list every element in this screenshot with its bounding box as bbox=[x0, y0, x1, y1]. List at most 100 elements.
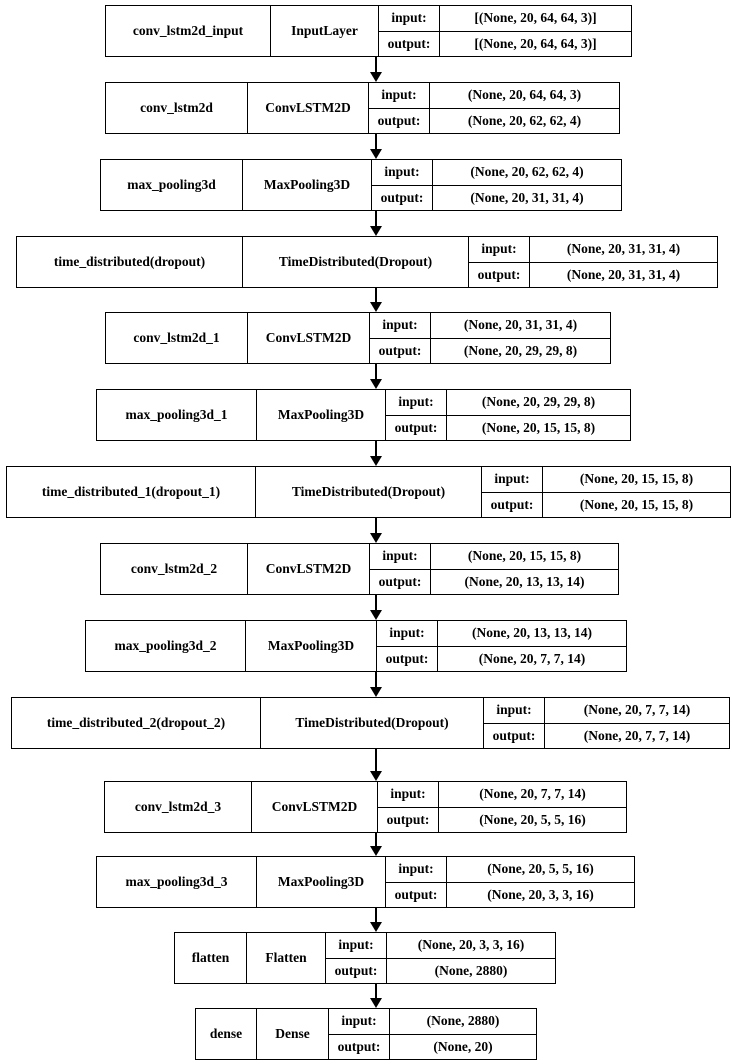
layer-name: max_pooling3d_3 bbox=[125, 873, 228, 889]
layer-class: Dense bbox=[256, 1009, 328, 1059]
output-shape: (None, 2880) bbox=[387, 958, 555, 983]
input-label: input: bbox=[398, 861, 434, 877]
input-shape: (None, 20, 15, 15, 8) bbox=[579, 471, 694, 487]
input-shape: (None, 20, 5, 5, 16) bbox=[487, 861, 594, 877]
arrow-shaft bbox=[375, 57, 377, 73]
io-label-column: input:output: bbox=[325, 933, 386, 983]
io-shape-column: (None, 20, 15, 15, 8)(None, 20, 13, 13, … bbox=[430, 544, 618, 594]
arrow-shaft bbox=[375, 441, 377, 457]
arrow-shaft bbox=[375, 595, 377, 611]
input-label: input: bbox=[496, 702, 532, 718]
layer-class: MaxPooling3D bbox=[242, 160, 371, 210]
connector-arrow bbox=[370, 595, 382, 620]
input-shape: [(None, 20, 64, 64, 3)] bbox=[474, 10, 597, 26]
layer-name: max_pooling3d_1 bbox=[125, 406, 228, 422]
output-shape: (None, 20, 15, 15, 8) bbox=[447, 415, 630, 440]
layer-node: time_distributed_1(dropout_1) TimeDistrib… bbox=[6, 466, 731, 518]
io-label-column: input:output: bbox=[378, 6, 439, 56]
input-label: input: bbox=[384, 164, 420, 180]
arrow-shaft bbox=[375, 672, 377, 688]
connector-arrow bbox=[370, 441, 382, 466]
connector-arrow bbox=[370, 288, 382, 312]
arrow-head-icon bbox=[370, 226, 382, 236]
io-label-column: input:output: bbox=[481, 467, 542, 517]
connector-arrow bbox=[370, 833, 382, 856]
output-shape: (None, 20, 29, 29, 8) bbox=[431, 338, 610, 363]
layer-node: time_distributed(dropout) TimeDistributed… bbox=[16, 236, 718, 288]
io-shape-column: (None, 20, 62, 62, 4)(None, 20, 31, 31, … bbox=[432, 160, 621, 210]
io-label-column: input: output: bbox=[369, 313, 430, 363]
output-shape: [(None, 20, 64, 64, 3)] bbox=[440, 31, 631, 56]
arrow-head-icon bbox=[370, 846, 382, 856]
input-label: input: bbox=[338, 937, 374, 953]
connector-arrow bbox=[370, 134, 382, 159]
layer-class: TimeDistributed(Dropout) bbox=[255, 467, 481, 517]
output-shape: (None, 20, 62, 62, 4) bbox=[430, 108, 619, 133]
layer-class: TimeDistributed(Dropout) bbox=[242, 237, 468, 287]
input-shape: (None, 20, 31, 31, 4) bbox=[463, 317, 578, 333]
connector-arrow bbox=[370, 364, 382, 389]
layer-name: conv_lstm2d_input bbox=[132, 22, 244, 38]
connector-arrow bbox=[370, 57, 382, 82]
input-label: input: bbox=[494, 471, 530, 487]
layer-class: ConvLSTM2D bbox=[247, 313, 369, 363]
io-label-column: input:output: bbox=[483, 698, 544, 748]
io-shape-column: (None, 20, 7, 7, 14)(None, 20, 7, 7, 14) bbox=[544, 698, 729, 748]
output-label: output: bbox=[469, 262, 529, 287]
input-shape: (None, 20, 64, 64, 3) bbox=[467, 87, 582, 103]
arrow-head-icon bbox=[370, 922, 382, 932]
io-label-column: input:output: bbox=[371, 160, 432, 210]
output-label: output: bbox=[377, 646, 437, 671]
io-shape-column: (None, 20, 64, 64, 3) (None, 20, 62, 62, … bbox=[429, 83, 619, 133]
input-label: input: bbox=[382, 317, 418, 333]
output-label: output: bbox=[370, 338, 430, 363]
arrow-head-icon bbox=[370, 533, 382, 543]
output-shape: (None, 20, 31, 31, 4) bbox=[433, 185, 621, 210]
output-label: output: bbox=[370, 569, 430, 594]
io-shape-column: (None, 20, 7, 7, 14) (None, 20, 5, 5, 16) bbox=[438, 782, 626, 832]
layer-name: time_distributed_1(dropout_1) bbox=[41, 483, 221, 499]
layer-name: time_distributed_2(dropout_2) bbox=[46, 714, 226, 730]
output-shape: (None, 20, 31, 31, 4) bbox=[530, 262, 717, 287]
layer-class: MaxPooling3D bbox=[256, 857, 385, 907]
arrow-head-icon bbox=[370, 771, 382, 781]
output-label: output: bbox=[369, 108, 429, 133]
connector-arrow bbox=[370, 908, 382, 932]
output-shape: (None, 20, 3, 3, 16) bbox=[447, 882, 634, 907]
io-label-column: input:output: bbox=[468, 237, 529, 287]
connector-arrow bbox=[370, 984, 382, 1008]
output-shape: (None, 20, 5, 5, 16) bbox=[439, 807, 626, 832]
output-label: output: bbox=[386, 415, 446, 440]
input-shape: (None, 20, 29, 29, 8) bbox=[481, 394, 596, 410]
io-shape-column: [(None, 20, 64, 64, 3)] [(None, 20, 64, 6… bbox=[439, 6, 631, 56]
input-shape: (None, 20, 13, 13, 14) bbox=[472, 625, 592, 641]
layer-name: dense bbox=[209, 1025, 243, 1041]
arrow-shaft bbox=[375, 364, 377, 380]
arrow-head-icon bbox=[370, 72, 382, 82]
layer-name: conv_lstm2d_2 bbox=[130, 560, 218, 576]
input-label: input: bbox=[391, 10, 427, 26]
connector-arrow bbox=[370, 749, 382, 781]
io-shape-column: (None, 20, 3, 3, 16)(None, 2880) bbox=[386, 933, 555, 983]
layer-name: time_distributed(dropout) bbox=[53, 253, 206, 269]
io-label-column: input:output: bbox=[377, 782, 438, 832]
io-shape-column: (None, 20, 15, 15, 8)(None, 20, 15, 15, … bbox=[542, 467, 730, 517]
io-label-column: input:output: bbox=[368, 83, 429, 133]
io-shape-column: (None, 20, 31, 31, 4) (None, 20, 29, 29, … bbox=[430, 313, 610, 363]
io-shape-column: (None, 20, 5, 5, 16) (None, 20, 3, 3, 16) bbox=[446, 857, 634, 907]
io-label-column: input:output: bbox=[376, 621, 437, 671]
io-label-column: input:output: bbox=[385, 390, 446, 440]
input-shape: (None, 20, 7, 7, 14) bbox=[479, 786, 586, 802]
connector-arrow bbox=[370, 672, 382, 697]
arrow-shaft bbox=[375, 833, 377, 847]
output-shape: (None, 20, 7, 7, 14) bbox=[545, 723, 729, 748]
layer-class: TimeDistributed(Dropout) bbox=[260, 698, 483, 748]
